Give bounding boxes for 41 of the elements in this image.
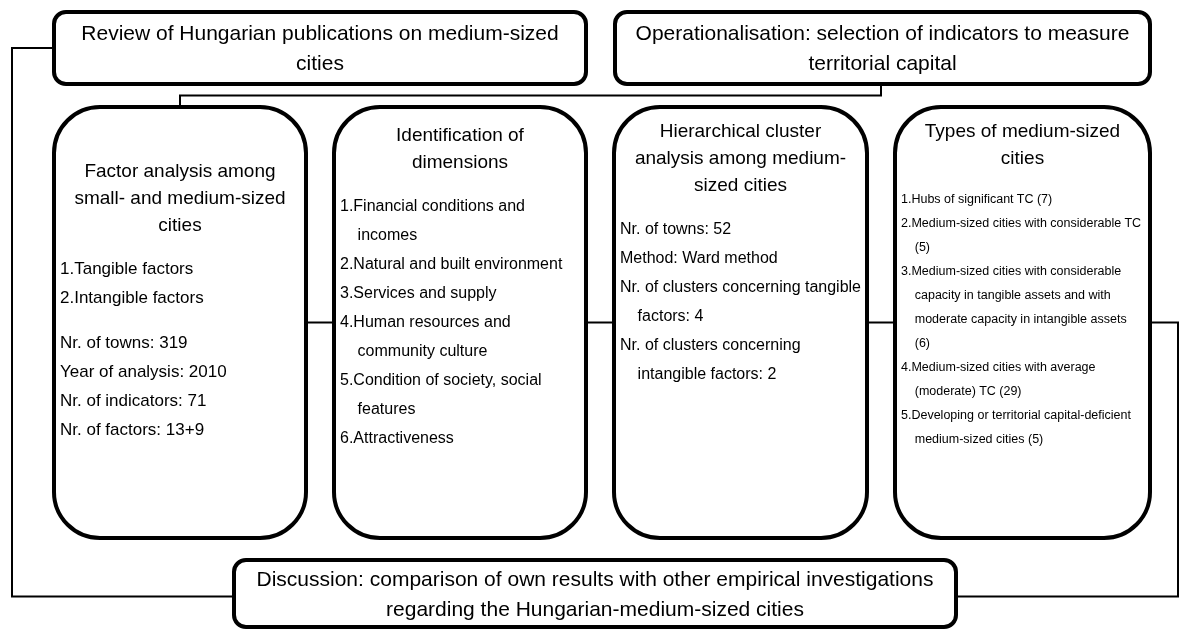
list-item: Nr. of towns: 52	[620, 219, 733, 239]
connector-line	[179, 85, 882, 106]
list-item: 5.Developing or territorial capital-deficient medium-sized cities (5)	[901, 407, 1132, 448]
stage-heading: Identification of dimensions	[395, 123, 525, 174]
process-box	[613, 10, 1152, 86]
process-box	[52, 10, 588, 86]
list-item: Year of analysis: 2010	[60, 361, 228, 383]
list-item: Nr. of factors: 13+9	[60, 419, 206, 441]
list-item: 6.Attractiveness	[340, 428, 455, 448]
list-item: 5.Condition of society, social features	[340, 370, 543, 419]
list-item: Method: Ward method	[620, 248, 779, 268]
list-item: 2.Medium-sized cities with considerable TC (5)	[901, 215, 1143, 256]
list-item: Nr. of clusters concerning intangible factors: 2	[620, 335, 802, 384]
connector-line	[868, 321, 894, 324]
list-item: Nr. of indicators: 71	[60, 390, 208, 412]
list-item: 2.Natural and built environment	[340, 254, 564, 274]
list-item: 1.Hubs of significant TC (7)	[901, 191, 1054, 208]
list-item: 4.Medium-sized cities with average (moderate) TC (29)	[901, 359, 1097, 400]
process-box	[232, 558, 958, 629]
stage-box	[332, 105, 588, 540]
list-item: Nr. of towns: 319	[60, 332, 189, 354]
connector-line	[11, 47, 233, 598]
list-item: 4.Human resources and community culture	[340, 312, 512, 361]
list-item: 1.Financial conditions and incomes	[340, 196, 526, 245]
list-item: 2.Intangible factors	[60, 287, 205, 309]
stage-box	[612, 105, 869, 540]
box-text: Operationalisation: selection of indicators to measure territorial capital	[634, 20, 1131, 76]
stage-heading: Hierarchical cluster analysis among medium-sized cities	[633, 119, 848, 197]
stage-heading: Types of medium-sized cities	[923, 119, 1122, 170]
list-item: Nr. of clusters concerning tangible factors: 4	[620, 277, 861, 326]
list-item: 1.Tangible factors	[60, 258, 195, 280]
connector-line	[957, 321, 1179, 598]
box-text: Review of Hungarian publications on medium-sized cities	[80, 20, 560, 76]
connector-line	[307, 321, 333, 324]
connector-line	[587, 321, 613, 324]
stage-box	[52, 105, 308, 540]
stage-box	[893, 105, 1152, 540]
box-text: Discussion: comparison of own results with other empirical investigations regarding the Hungarian-medium-sized cities	[255, 565, 935, 622]
stage-heading: Factor analysis among small- and medium-sized cities	[73, 159, 287, 237]
list-item: 3.Medium-sized cities with considerable capacity in tangible assets and with moderate capacity in intangible assets (6)	[901, 263, 1128, 352]
list-item: 3.Services and supply	[340, 283, 498, 303]
